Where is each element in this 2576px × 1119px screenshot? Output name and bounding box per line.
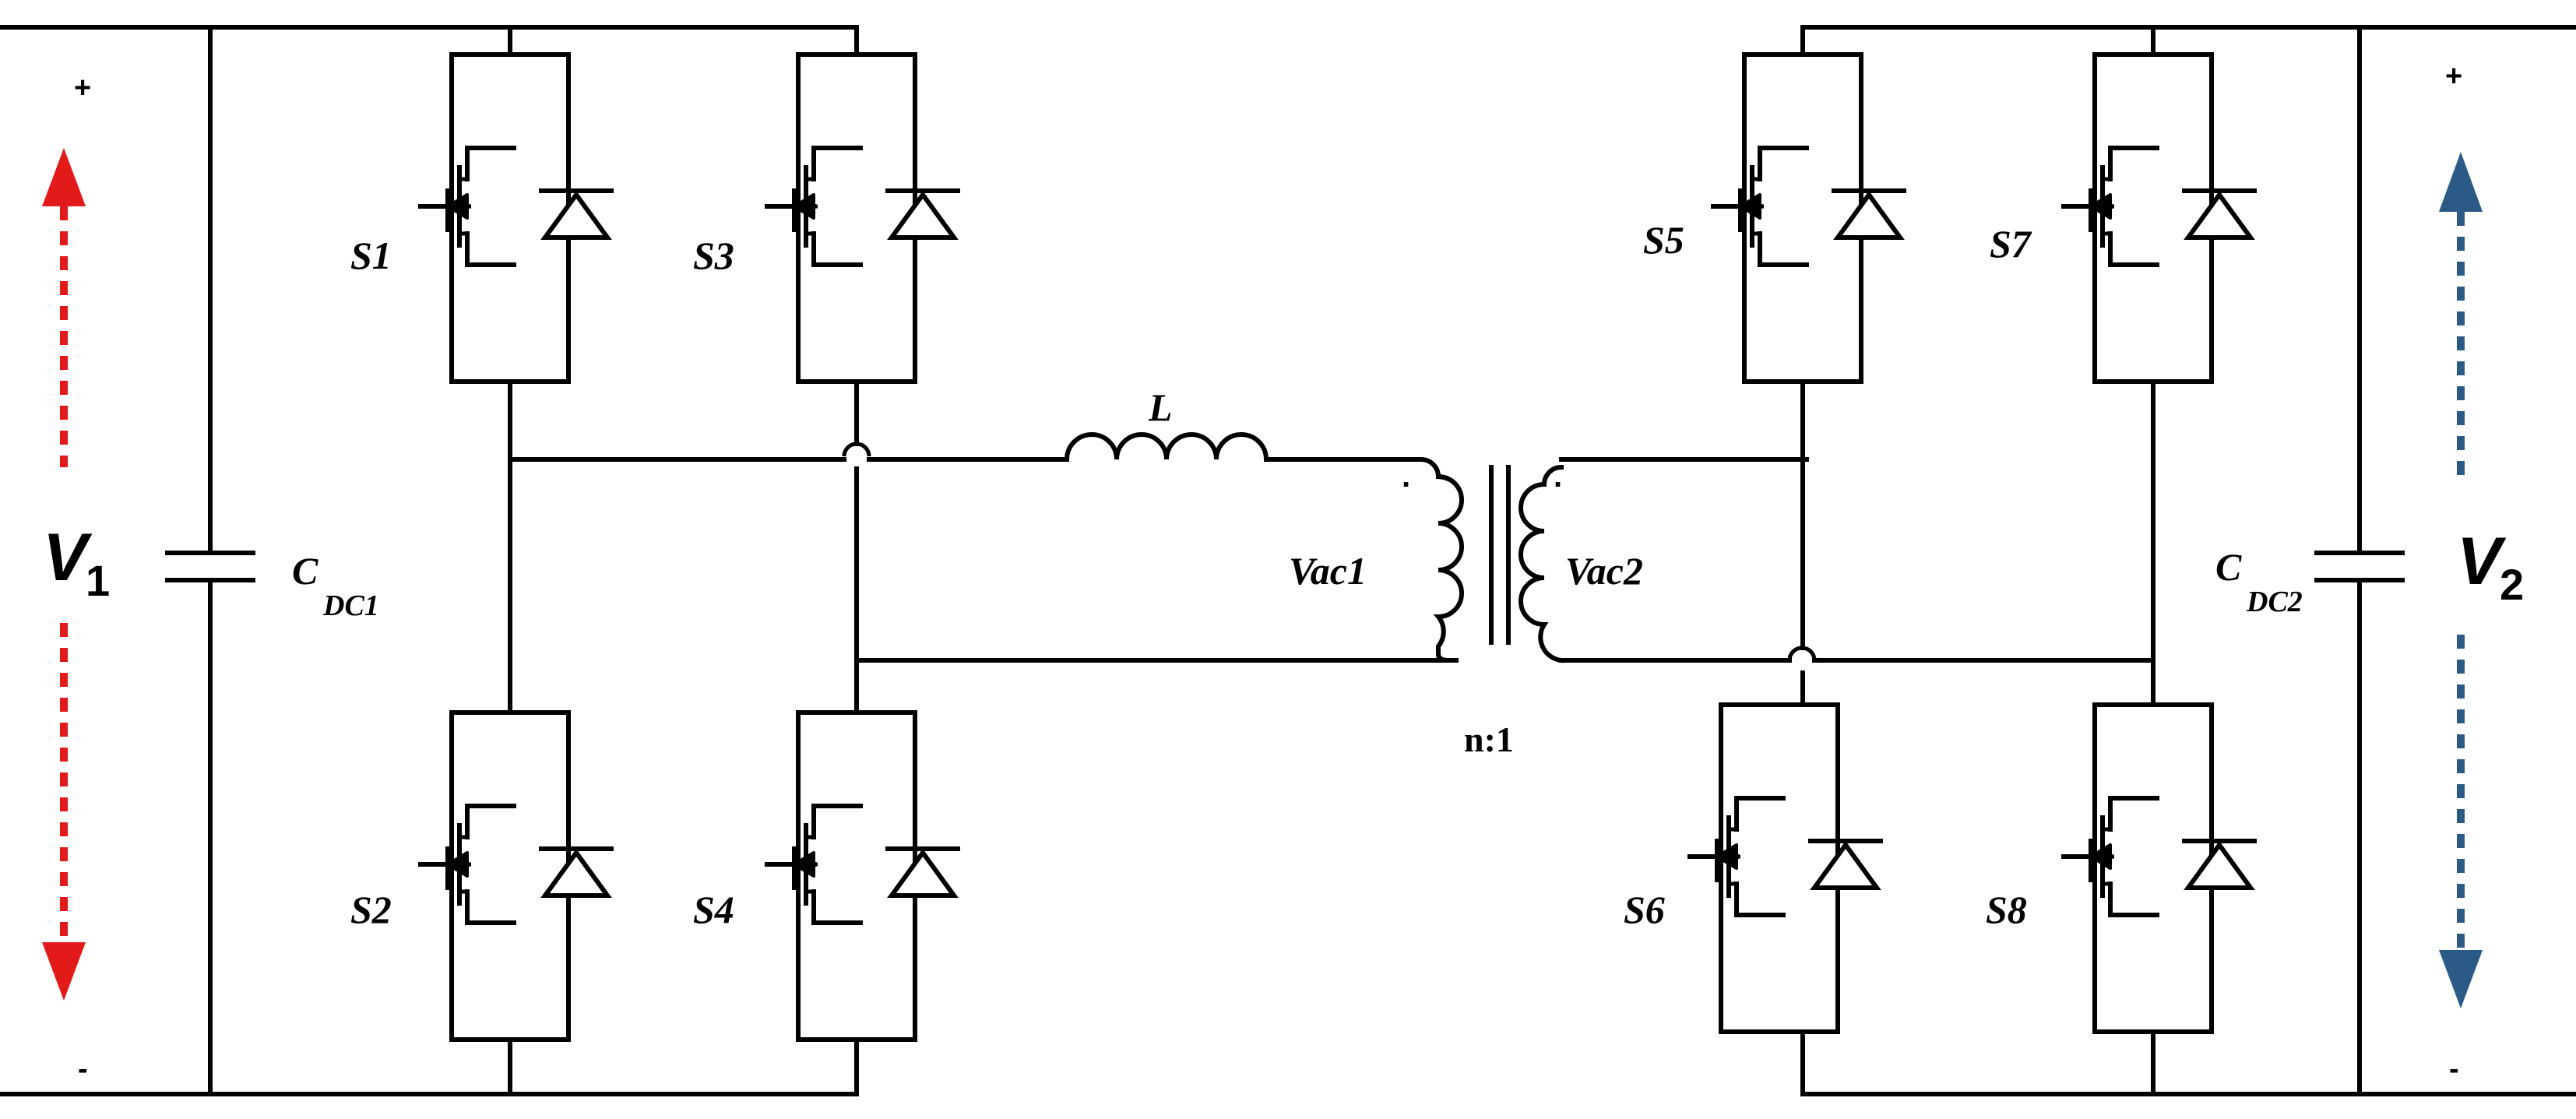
v2-plus-sign: + <box>2445 60 2462 93</box>
v2-minus-sign: - <box>2449 1053 2459 1086</box>
right-bottom-rail <box>1800 1064 2576 1096</box>
vac2-label: Vac2 <box>1565 549 1643 593</box>
switch-s5 <box>1713 52 1904 384</box>
v1-arrow-up-icon <box>42 148 86 206</box>
v1-subscript: 1 <box>86 556 110 605</box>
inductor-label: L <box>1148 385 1173 429</box>
transformer: . . Vac1 Vac2 n:1 <box>1289 457 2155 759</box>
switch-s8 <box>2064 702 2254 1034</box>
capacitor-cdc1 <box>165 25 255 1096</box>
switch-s7 <box>2064 52 2254 384</box>
switch-s3 <box>767 52 958 384</box>
turns-ratio-label: n:1 <box>1464 720 1514 759</box>
v2-arrow-down-icon <box>2439 950 2483 1008</box>
v2-indicator: + - V 2 <box>2439 60 2524 1086</box>
switch-s2 <box>421 710 611 1042</box>
left-bridge <box>0 25 1459 1096</box>
left-top-rail <box>0 25 859 57</box>
switch-label-s1: S1 <box>350 234 392 277</box>
switch-s4 <box>767 710 958 1042</box>
switch-label-s3: S3 <box>693 234 734 277</box>
switch-label-s5: S5 <box>1643 218 1684 262</box>
cdc1-main: C <box>292 549 318 593</box>
v2-subscript: 2 <box>2500 560 2524 609</box>
v1-minus-sign: - <box>78 1053 88 1086</box>
vac1-label: Vac1 <box>1289 549 1367 593</box>
v1-indicator: + - V 1 <box>42 72 110 1086</box>
v2-arrow-up-icon <box>2439 152 2483 212</box>
v2-label: V <box>2457 524 2507 599</box>
switch-label-s8: S8 <box>1986 888 2027 931</box>
switch-label-s6: S6 <box>1624 888 1665 931</box>
v1-label: V <box>43 520 93 595</box>
inductor-l <box>1064 432 1441 480</box>
cdc2-subscript: DC2 <box>2246 586 2303 618</box>
capacitor-cdc2 <box>2314 25 2405 1096</box>
switch-label-s2: S2 <box>350 888 392 931</box>
cdc2-main: C <box>2215 545 2242 589</box>
v1-plus-sign: + <box>74 72 91 104</box>
cdc1-subscript: DC1 <box>322 589 379 622</box>
switch-label-s4: S4 <box>693 888 734 931</box>
v1-arrow-down-icon <box>42 942 86 1001</box>
switch-label-s7: S7 <box>1990 222 2032 266</box>
secondary-polarity-dot: . <box>1554 459 1562 494</box>
right-bridge <box>1690 25 2576 1096</box>
switch-s6 <box>1690 702 1881 1034</box>
right-top-rail <box>1800 25 2576 57</box>
switch-s1 <box>421 52 611 384</box>
primary-polarity-dot: . <box>1402 459 1410 494</box>
